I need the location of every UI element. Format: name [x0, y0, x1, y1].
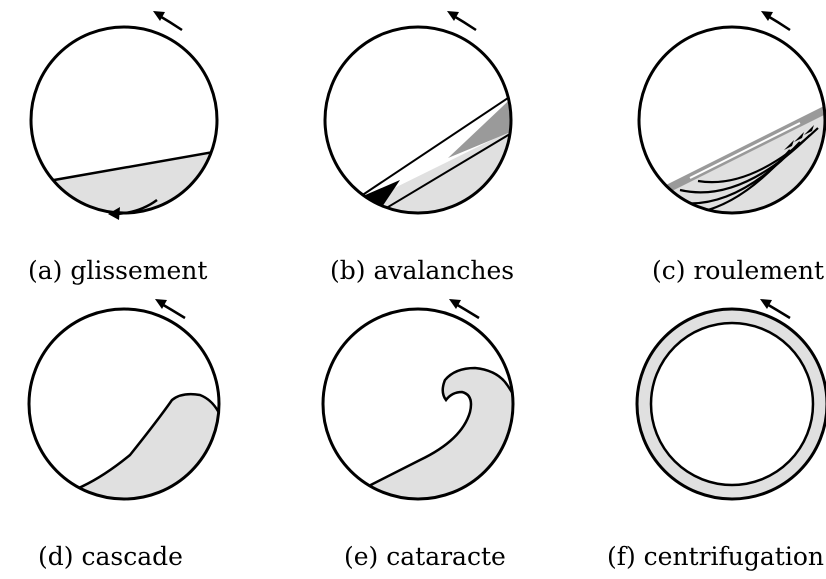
flowing-layer-highlight [689, 122, 801, 179]
rotation-arrowhead-icon [449, 299, 461, 309]
rotation-arrowhead-icon [153, 11, 165, 21]
slip-arrowhead-icon [108, 207, 120, 220]
panel-caption: (b) avalanches [330, 256, 514, 285]
panel-caption: (d) cascade [38, 542, 183, 571]
rotation-arrowhead-icon [155, 299, 167, 309]
panel-b: (b) avalanches [323, 11, 514, 285]
panel-d: (d) cascade [27, 299, 221, 571]
panel-c: (c) roulement [637, 11, 826, 285]
rotation-arrowhead-icon [761, 11, 773, 21]
inner-free-surface [649, 321, 815, 487]
bed-surface-line [339, 89, 511, 211]
drum-outline [321, 307, 515, 501]
avalanche-source-wedge [448, 90, 511, 158]
drum-outline [27, 307, 221, 501]
panel-e: (e) cataracte [321, 299, 515, 571]
rotation-arrowhead-icon [760, 299, 772, 309]
streamline-arrowhead-icon [804, 125, 814, 135]
granular-bed [31, 150, 217, 213]
streamline-arrowhead-icon [784, 140, 794, 150]
panel-caption: (a) glissement [28, 256, 207, 285]
panel-caption: (c) roulement [652, 256, 824, 285]
drum-outline [637, 25, 826, 215]
panel-a: (a) glissement [28, 11, 219, 285]
panel-caption: (e) cataracte [344, 542, 506, 571]
panel-caption: (f) centrifugation [607, 542, 824, 571]
streamline-arrowhead-icon [794, 132, 804, 142]
rotation-arrowhead-icon [447, 11, 459, 21]
granular-bed [343, 366, 513, 499]
granular-bed [38, 392, 219, 499]
panel-f: (f) centrifugation [607, 299, 826, 571]
circulation-streamline [697, 127, 819, 184]
drum-outline [323, 25, 513, 215]
